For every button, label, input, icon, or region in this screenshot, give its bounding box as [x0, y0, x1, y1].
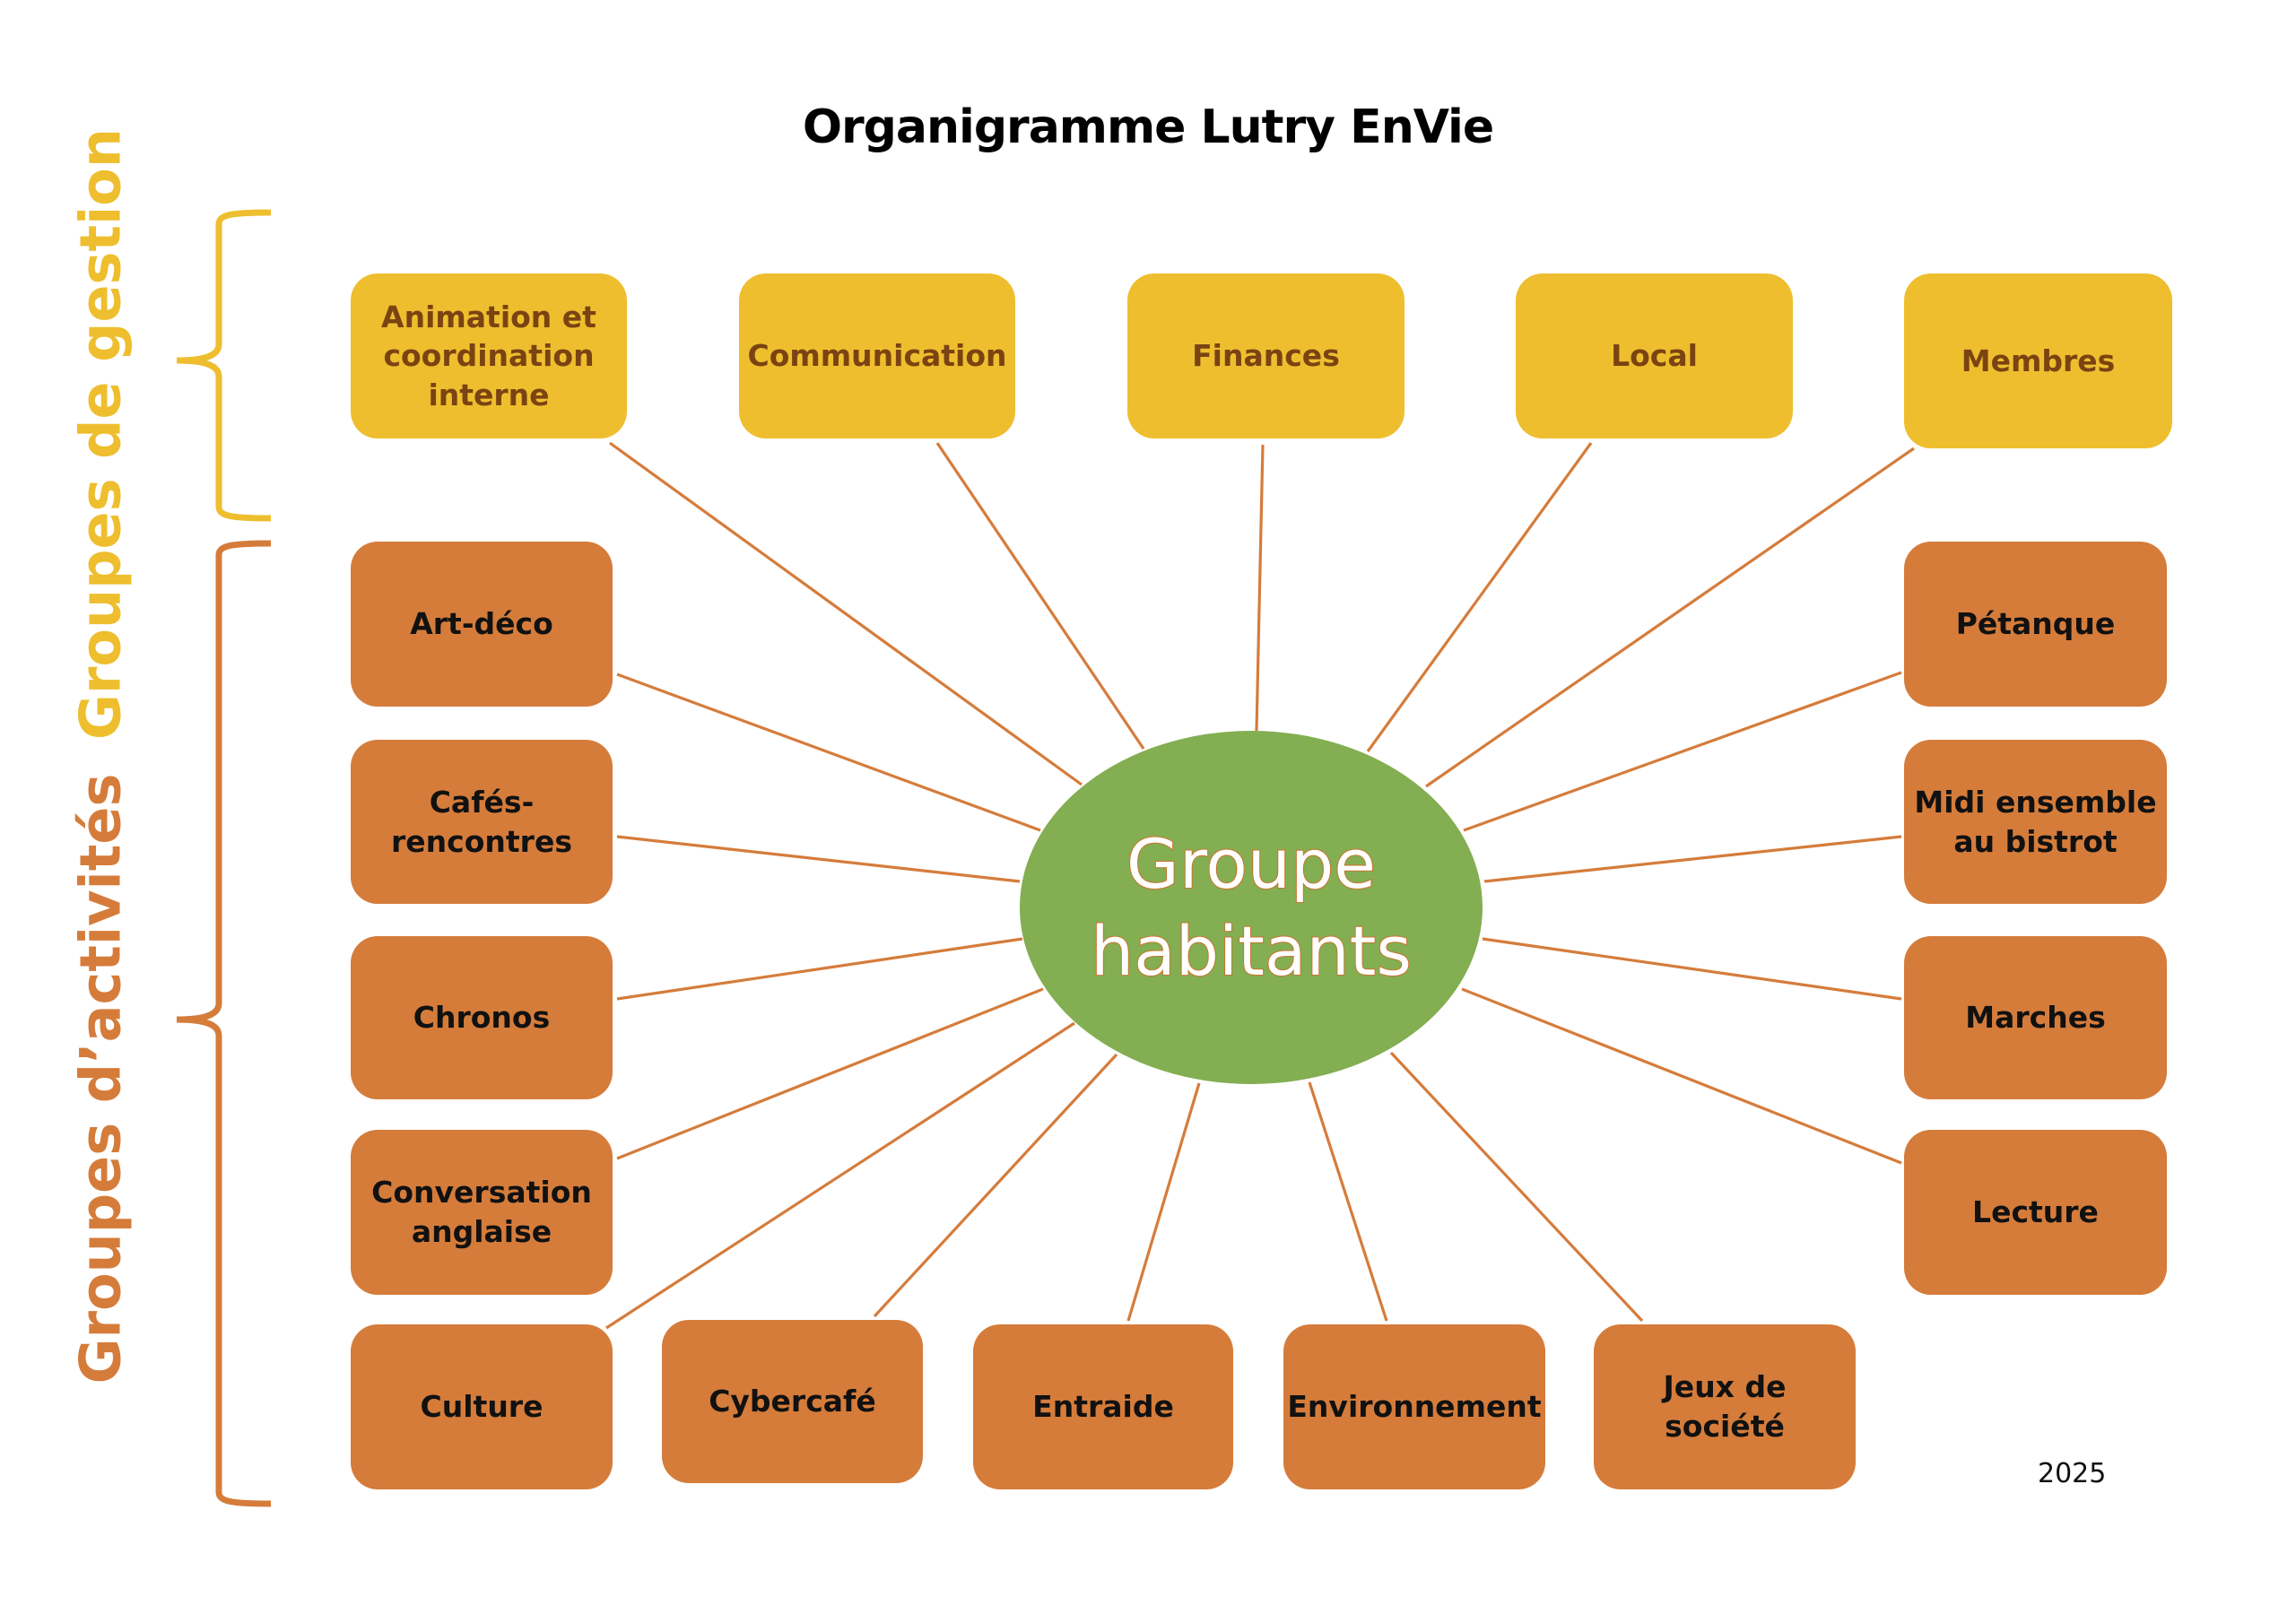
connector-membres [1425, 447, 1915, 788]
connector-cybercafe [873, 1053, 1118, 1318]
activity-box-petanque[interactable]: Pétanque [1904, 542, 2167, 707]
activity-box-art-deco[interactable]: Art-déco [351, 542, 613, 707]
connector-culture [605, 1021, 1075, 1330]
activity-box-cybercafe[interactable]: Cybercafé [662, 1320, 923, 1483]
activity-box-conversation-anglaise[interactable]: Conversation anglaise [351, 1130, 613, 1295]
activity-box-culture[interactable]: Culture [351, 1324, 613, 1489]
year-label: 2025 [2038, 1458, 2107, 1489]
activity-box-label: Cafés- rencontres [391, 784, 572, 859]
gestion-box-label: Local [1611, 338, 1698, 374]
gestion-box-label: Finances [1192, 338, 1340, 374]
activites-bracket [176, 540, 272, 1507]
activity-box-label: Chronos [413, 1000, 551, 1036]
activity-box-label: Marches [1965, 1000, 2106, 1036]
connector-lecture [1461, 987, 1902, 1165]
connector-chronos [616, 937, 1023, 1001]
gestion-side-label: Groupes de gestion [67, 127, 134, 741]
activity-box-lecture[interactable]: Lecture [1904, 1130, 2167, 1295]
activity-box-label: Conversation anglaise [371, 1175, 592, 1249]
gestion-box-communication[interactable]: Communication [739, 273, 1015, 438]
activity-box-midi-ensemble[interactable]: Midi ensemble au bistrot [1904, 740, 2167, 904]
activity-box-label: Art-déco [410, 606, 553, 642]
connector-entraide [1126, 1082, 1201, 1322]
page-title: Organigramme Lutry EnVie [802, 100, 1494, 154]
gestion-box-finances[interactable]: Finances [1127, 273, 1405, 438]
gestion-box-label: Membres [1961, 343, 2116, 378]
gestion-bracket [176, 209, 272, 522]
activity-box-cafes-rencontres[interactable]: Cafés- rencontres [351, 740, 613, 904]
connector-environnement [1308, 1081, 1388, 1322]
connector-art-deco [616, 673, 1041, 832]
connector-communication [935, 442, 1145, 750]
connector-midi-ensemble [1483, 835, 1902, 883]
activity-box-label: Jeux de société [1663, 1369, 1787, 1444]
activity-box-label: Midi ensemble au bistrot [1914, 784, 2157, 859]
gestion-box-animation[interactable]: Animation et coordination interne [351, 273, 627, 438]
gestion-box-label: Animation et coordination interne [381, 299, 596, 412]
connector-conversation-anglaise [616, 987, 1044, 1160]
activity-box-label: Culture [420, 1389, 544, 1425]
activity-box-label: Pétanque [1955, 606, 2116, 642]
activites-side-label: Groupes d’activités [67, 773, 134, 1384]
center-node-groupe-habitants[interactable]: Groupe habitants [1020, 731, 1483, 1084]
connector-finances [1255, 444, 1265, 732]
activity-box-environnement[interactable]: Environnement [1283, 1324, 1545, 1489]
activity-box-label: Cybercafé [709, 1384, 876, 1419]
activity-box-label: Entraide [1032, 1389, 1174, 1425]
gestion-box-membres[interactable]: Membres [1904, 273, 2172, 448]
connector-local [1366, 442, 1593, 752]
connector-cafes-rencontres [616, 835, 1021, 883]
connector-marches [1482, 937, 1902, 1001]
activity-box-label: Environnement [1287, 1389, 1542, 1425]
gestion-box-local[interactable]: Local [1516, 273, 1793, 438]
activity-box-entraide[interactable]: Entraide [973, 1324, 1233, 1489]
connector-petanque [1463, 671, 1902, 832]
connector-jeux-de-societe [1389, 1051, 1644, 1323]
activity-box-marches[interactable]: Marches [1904, 936, 2167, 1099]
gestion-box-label: Communication [747, 338, 1007, 374]
connector-animation [609, 441, 1083, 786]
activity-box-label: Lecture [1972, 1194, 2099, 1230]
center-node-label: Groupe habitants [1090, 823, 1413, 992]
activity-box-jeux-de-societe[interactable]: Jeux de société [1594, 1324, 1856, 1489]
activity-box-chronos[interactable]: Chronos [351, 936, 613, 1099]
